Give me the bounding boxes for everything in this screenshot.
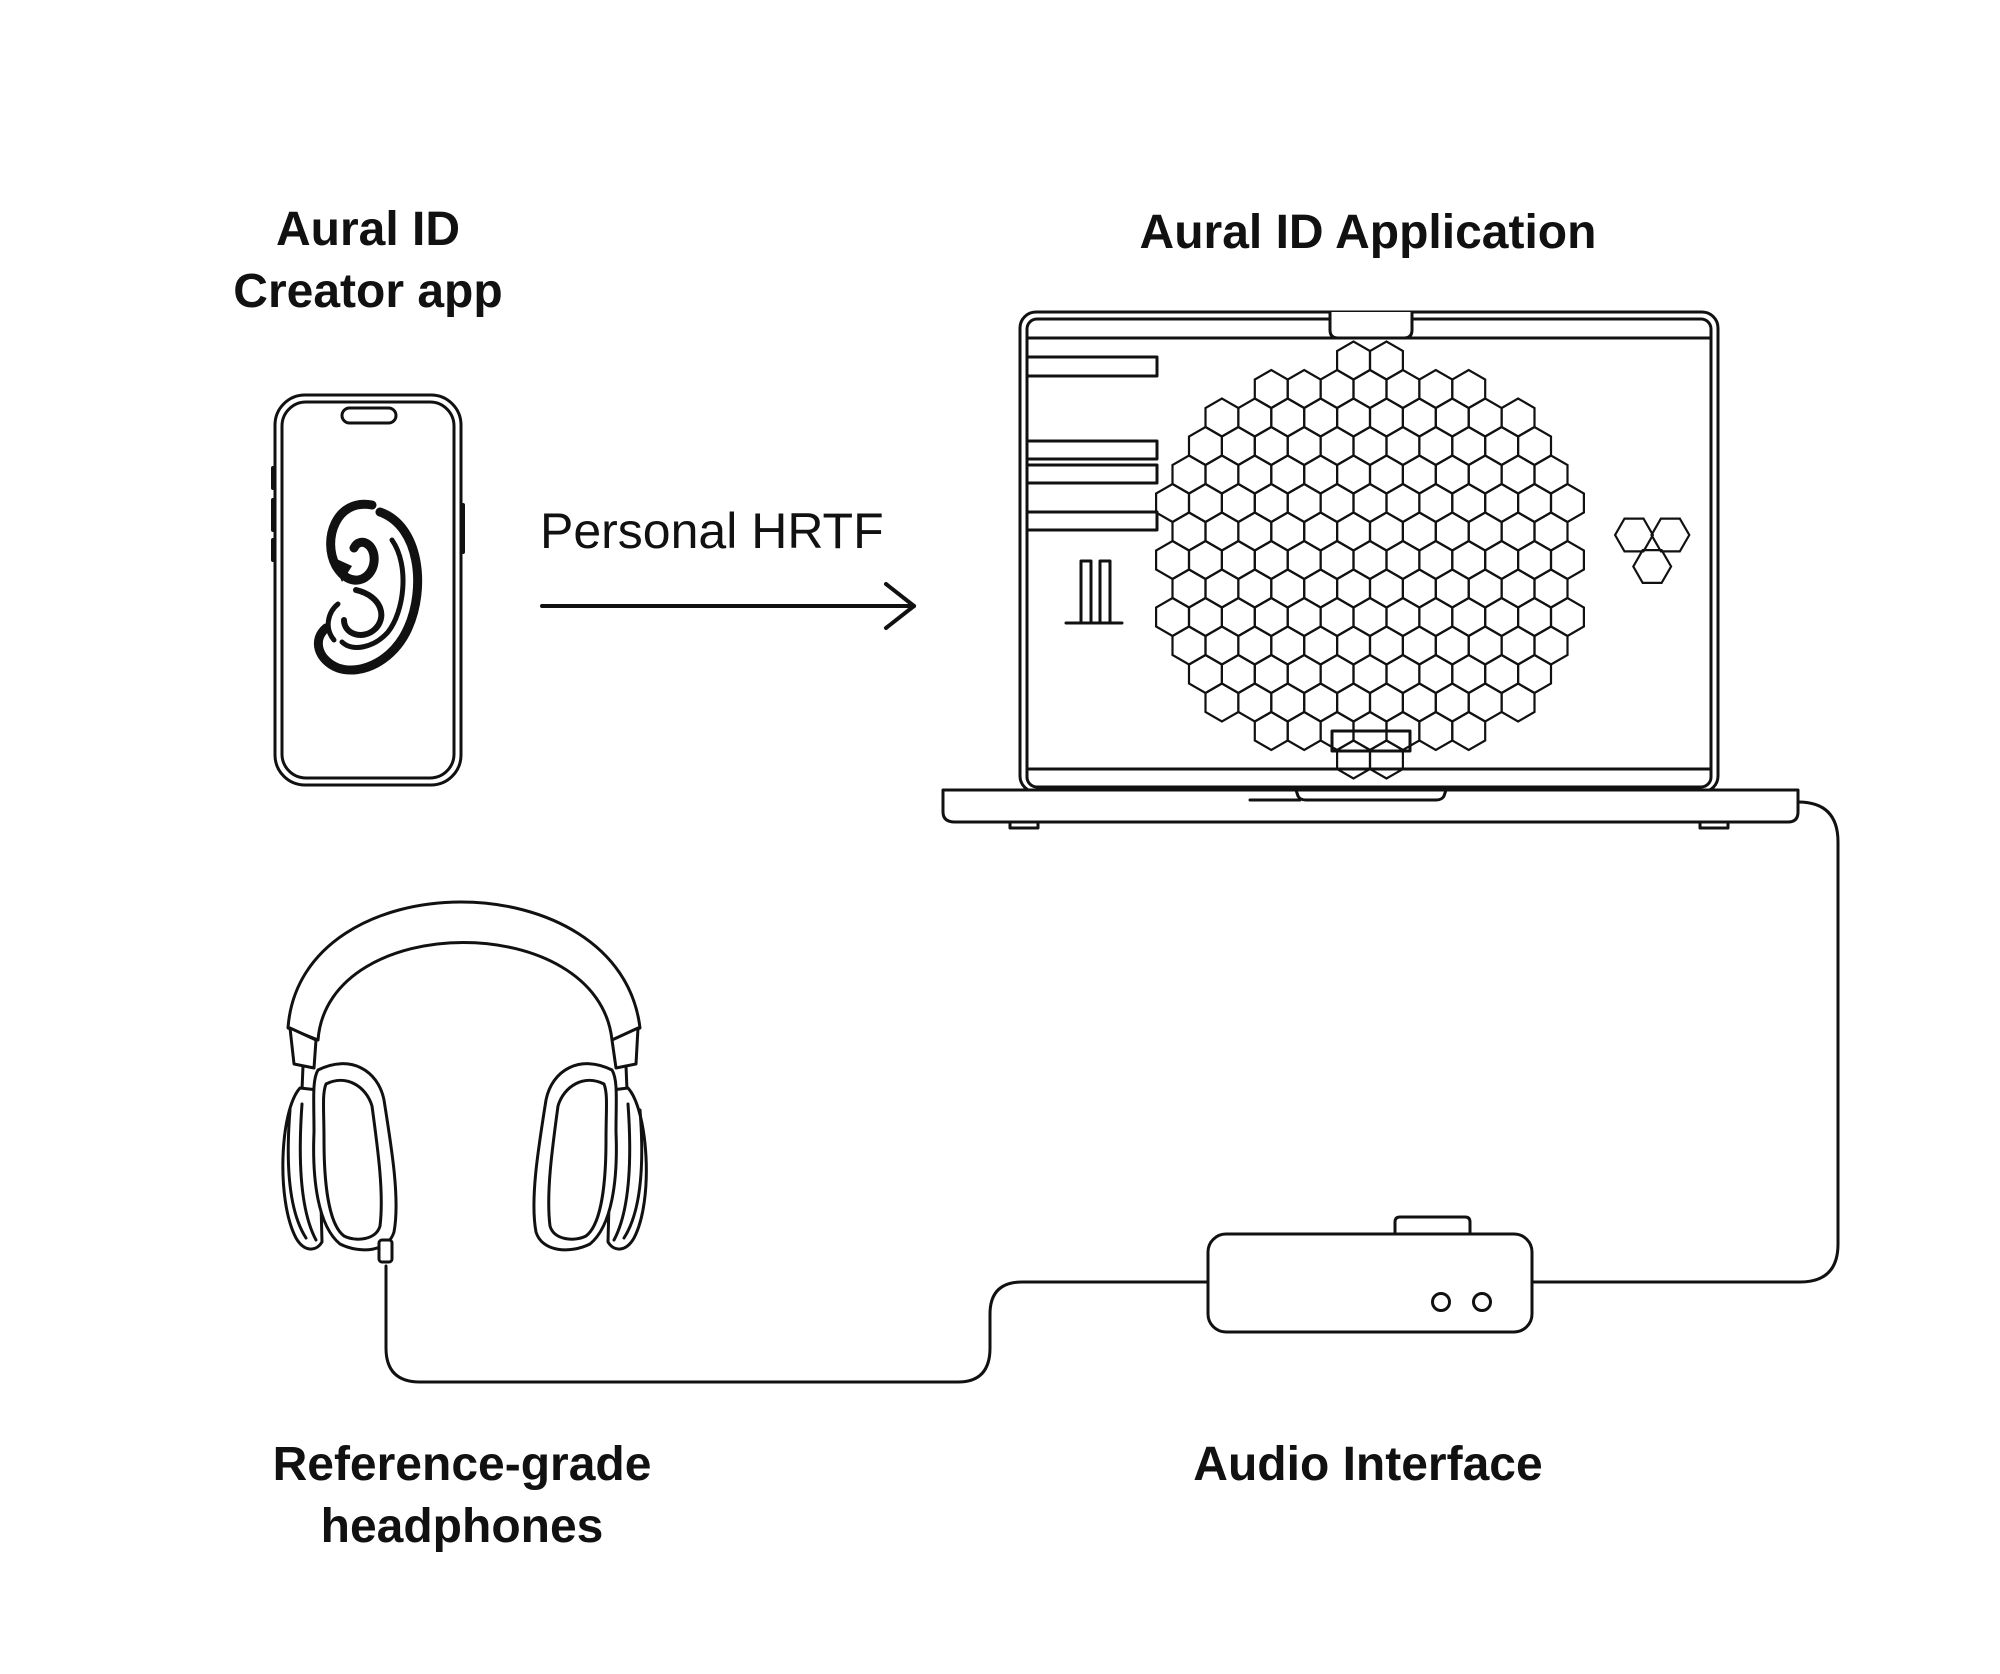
creator-app-title-line2: Creator app [233, 265, 502, 318]
audio-interface-title: Audio Interface [1193, 1438, 1542, 1491]
application-title: Aural ID Application [1140, 206, 1597, 259]
app-sidebar-bar-2 [1025, 439, 1159, 461]
input-jack-2 [1472, 1292, 1492, 1312]
creator-app-title-line1: Aural ID [276, 203, 460, 256]
hrtf-arrow [540, 582, 916, 630]
hexagon-cluster-icon [1613, 517, 1691, 585]
headphones-title-line1: Reference-grade [273, 1438, 652, 1491]
audio-interface-icon [1206, 1215, 1534, 1334]
smartphone-ear-icon [271, 393, 465, 787]
mini-hex-cell [1650, 517, 1691, 553]
app-sidebar-bar-4 [1025, 510, 1159, 532]
app-sidebar-bar-1 [1025, 355, 1159, 378]
headphones-title-line2: headphones [321, 1500, 604, 1553]
app-window [1025, 340, 1691, 780]
ear-icon [313, 499, 423, 675]
interface-to-headphones-cable [384, 1264, 1210, 1384]
level-meter-icon [1064, 559, 1124, 625]
hrtf-hex-grid [1154, 340, 1586, 780]
mini-hex-cell [1632, 548, 1673, 585]
laptop-icon [941, 310, 1800, 830]
app-sidebar-bar-3 [1025, 463, 1159, 485]
mini-hex-cell [1613, 517, 1655, 553]
hex-cell [1451, 710, 1487, 752]
hex-cell [1500, 682, 1536, 723]
hex-cell [1368, 739, 1405, 780]
laptop-to-interface-cable [1530, 800, 1840, 1284]
app-bottom-button [1330, 729, 1412, 753]
input-jack-1 [1431, 1292, 1451, 1312]
headphones-icon [281, 900, 648, 1264]
hrtf-arrow-label: Personal HRTF [540, 503, 884, 559]
